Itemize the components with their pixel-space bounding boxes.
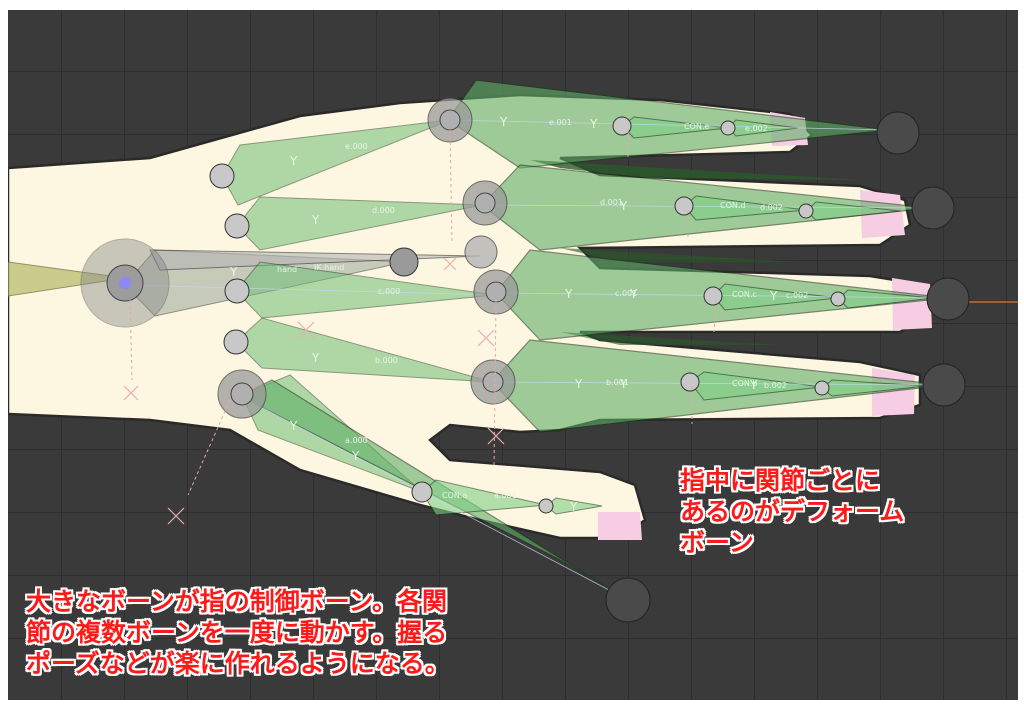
svg-text:Y: Y xyxy=(229,265,238,279)
svg-text:Y: Y xyxy=(311,351,320,365)
finger-gap-shadow xyxy=(530,160,860,180)
svg-text:Y: Y xyxy=(311,213,320,227)
svg-text:Y: Y xyxy=(564,287,573,301)
label-d002: d.002 xyxy=(760,203,783,212)
label-c001: c.001 xyxy=(615,289,637,298)
svg-text:Y: Y xyxy=(569,500,578,514)
label-c002: c.002 xyxy=(786,291,808,300)
svg-text:Y: Y xyxy=(574,377,583,391)
svg-text:Y: Y xyxy=(351,449,360,463)
label-b002: b.002 xyxy=(764,381,787,390)
label-d-con: CON.d xyxy=(720,201,746,210)
label-b000: b.000 xyxy=(375,356,398,365)
finger-gap-shadow xyxy=(560,332,780,345)
svg-text:Y: Y xyxy=(619,377,628,391)
label-b-con: CON.b xyxy=(732,379,758,388)
label-a001: a.001 xyxy=(494,491,517,500)
forearm-bone xyxy=(8,261,126,297)
label-ik-hand: IK.hand xyxy=(314,263,344,272)
label-hand: hand xyxy=(277,265,297,274)
label-e-con: CON.e xyxy=(684,122,709,131)
label-e001: e.001 xyxy=(549,118,572,127)
bone-name-labels: hand IK.hand e.000 e.001 CON.e e.002 d.0… xyxy=(277,118,808,500)
svg-text:Y: Y xyxy=(499,115,508,129)
ik-target-markers[interactable] xyxy=(123,257,505,525)
svg-text:Y: Y xyxy=(769,289,778,303)
label-c-con: CON.c xyxy=(732,290,757,299)
svg-text:Y: Y xyxy=(629,287,638,301)
finger-gap-shadow xyxy=(560,248,800,262)
joint-spheres[interactable] xyxy=(80,97,970,623)
svg-text:Y: Y xyxy=(289,154,298,168)
svg-text:Y: Y xyxy=(749,378,758,392)
annotation-deform-bones: 指中に関節ごとに あるのがデフォーム ボーン xyxy=(680,466,905,557)
label-e002: e.002 xyxy=(745,124,768,133)
svg-text:Y: Y xyxy=(589,117,598,131)
deform-bone-d002[interactable] xyxy=(805,201,901,221)
label-e000: e.000 xyxy=(345,142,368,151)
deform-bone-a002[interactable] xyxy=(545,497,603,515)
svg-text:Y: Y xyxy=(619,199,628,213)
hand-rig-view[interactable]: hand IK.hand e.000 e.001 CON.e e.002 d.0… xyxy=(8,10,1018,700)
label-d000: d.000 xyxy=(372,206,395,215)
label-c000: c.000 xyxy=(378,287,400,296)
ik-relation-lines xyxy=(129,129,717,496)
3d-viewport[interactable]: hand IK.hand e.000 e.001 CON.e e.002 d.0… xyxy=(8,10,1018,700)
svg-text:Y: Y xyxy=(289,419,298,433)
label-b001: b.001 xyxy=(606,378,629,387)
annotation-control-bones: 大きなボーンが指の制御ボーン。各関 節の複数ボーンを一度に動かす。握る ポーズな… xyxy=(26,587,450,678)
fingernail-thumb xyxy=(598,512,642,540)
fingernail-ring xyxy=(892,278,932,330)
label-a-con: CON.a xyxy=(442,491,467,500)
bone-y-axis-labels: Y Y Y Y Y Y Y Y Y Y Y Y Y Y Y Y xyxy=(229,115,778,514)
label-a000: a.000 xyxy=(345,436,368,445)
label-d001: d.001 xyxy=(600,198,623,207)
